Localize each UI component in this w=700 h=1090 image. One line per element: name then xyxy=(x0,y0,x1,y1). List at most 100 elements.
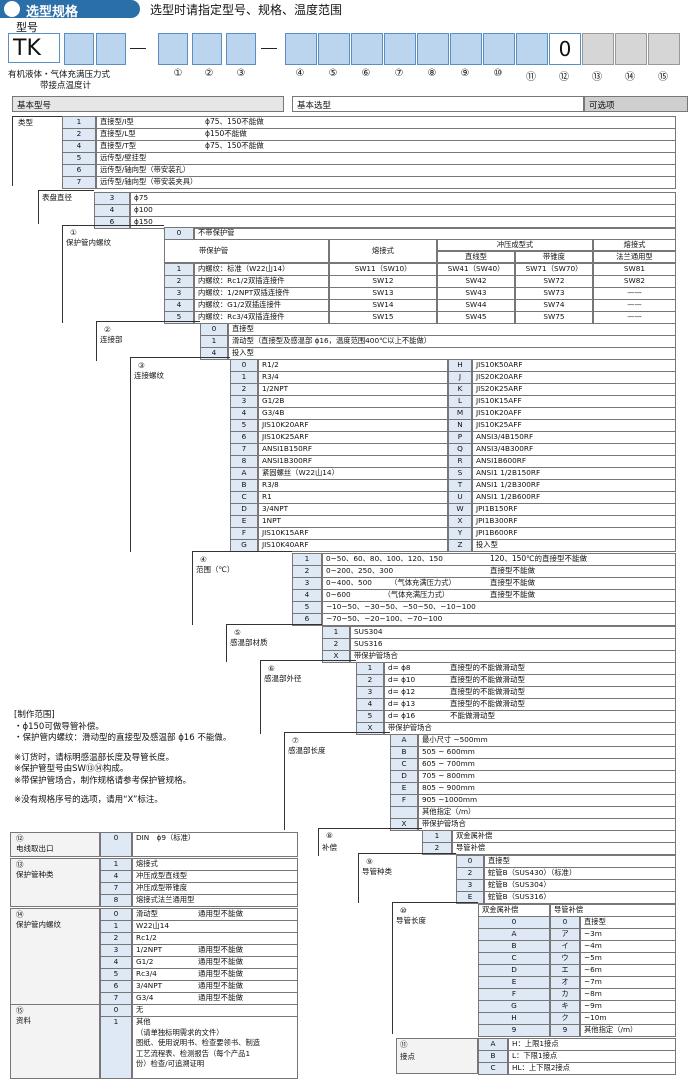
connector-line xyxy=(318,828,422,829)
note-line: ・保护管内螺纹：滑动型的直接型及感温部 ϕ16 不能做。 xyxy=(14,733,232,743)
connector-line xyxy=(226,624,322,625)
conduit-type-num: ⑨ xyxy=(366,857,373,866)
connector-line xyxy=(96,321,97,361)
code-box-10 xyxy=(483,33,515,65)
code-box-2 xyxy=(96,33,126,65)
thread-label: 连接螺纹 xyxy=(134,371,164,380)
connector-line xyxy=(284,732,285,830)
pipe_inner-code: 5 xyxy=(100,968,132,981)
conn-code: 4 xyxy=(200,347,228,360)
notes-block: [制作范围] ・ϕ150可做导管补偿。 ・保护管内螺纹：滑动型的直接型及感温部 … xyxy=(14,710,231,807)
dial-code: 4 xyxy=(94,204,130,217)
position-number: ① xyxy=(173,68,183,79)
connector-line xyxy=(318,828,319,856)
section-note: 选型时请指定型号、规格、温度范围 xyxy=(150,3,343,17)
connector-line xyxy=(192,551,193,625)
range-label: 范围（℃） xyxy=(196,565,235,574)
diameter-code: 2 xyxy=(356,674,384,687)
diameter-code: X xyxy=(356,722,384,735)
range-note: 直接型不能做 xyxy=(490,590,535,599)
connector-line xyxy=(130,357,131,552)
contact-text: HL：上下限2接点 xyxy=(508,1062,676,1075)
pipe_kind-code: 8 xyxy=(100,894,132,907)
pipe-head-taper: 带锥度 xyxy=(515,251,593,263)
comp-code: 2 xyxy=(422,842,452,855)
pipe-head-straight: 直线型 xyxy=(437,251,515,263)
conduit-length-label: 导管长度 xyxy=(396,916,426,925)
connector-line xyxy=(392,902,393,1034)
connector-line xyxy=(260,660,356,661)
pipe_kind-label: 保护管种类 xyxy=(16,870,54,879)
thread-code: M xyxy=(448,407,472,420)
thread-code: T xyxy=(448,479,472,492)
conduit-type-label: 导管种类 xyxy=(362,867,392,876)
conduit-type-code: E xyxy=(456,891,484,904)
model-label: 型号 xyxy=(16,21,38,34)
dial-label: 表盘直径 xyxy=(42,193,72,202)
code-separator xyxy=(261,48,277,49)
connector-line xyxy=(12,116,62,117)
type-label: 类型 xyxy=(18,118,33,127)
conduit-code: 9 xyxy=(550,1024,580,1037)
pipe_inner-note: 通用型不能做 xyxy=(198,957,243,966)
position-number: ② xyxy=(204,68,214,79)
connector-line xyxy=(392,902,478,903)
pipe_kind-label-cell xyxy=(10,858,100,907)
diameter-note: 不能做滑动型 xyxy=(450,711,495,720)
range-note: 直接型不能做 xyxy=(490,566,535,575)
code-box-8 xyxy=(417,33,449,65)
code-box-12: 0 xyxy=(549,33,581,65)
pipe_inner-code: 2 xyxy=(100,932,132,945)
pipe-head-press: 冲压成型式 xyxy=(437,239,593,251)
connector-line xyxy=(130,357,230,358)
dial-code: 6 xyxy=(94,216,130,229)
thread-code: W xyxy=(448,503,472,516)
conduit-type-text: 蛇管B（SUS316） xyxy=(484,891,676,904)
materials-label: 资料 xyxy=(16,1016,31,1025)
position-number: ⑥ xyxy=(361,68,371,79)
code-box-2b xyxy=(192,33,222,65)
pipe-thread-num: ① xyxy=(70,228,77,237)
diameter-note: 直接型的不能做滑动型 xyxy=(450,675,525,684)
position-number: ⑬ xyxy=(592,72,602,83)
position-number: ⑤ xyxy=(328,68,338,79)
comp-text: 导管补偿 xyxy=(452,842,676,855)
connector-line xyxy=(260,660,261,734)
thread-code: Z xyxy=(448,539,472,552)
thread-num: ③ xyxy=(138,361,145,370)
materials-label-cell xyxy=(10,1004,100,1079)
code-box-4 xyxy=(285,33,317,65)
note-line: ※没有规格序号的选项，请用“X”标注。 xyxy=(14,795,163,805)
note-line: ※带保护管场合，制作规格请参考保护管规格。 xyxy=(14,775,192,786)
connector-line xyxy=(192,551,292,552)
outlet-label-cell xyxy=(10,832,100,857)
position-number: ⑮ xyxy=(658,72,668,83)
connector-line xyxy=(96,321,200,322)
position-number: ⑨ xyxy=(460,68,470,79)
section-title: 选型规格 xyxy=(26,5,79,20)
position-number: ⑦ xyxy=(394,68,404,79)
position-number: ⑭ xyxy=(625,72,635,83)
code-separator xyxy=(130,48,146,49)
pipe-head-flange-common: 法兰通用型 xyxy=(593,251,676,263)
code-box-5 xyxy=(318,33,350,65)
type-name: 远传型/轴向型（带安装夹具） xyxy=(96,176,676,189)
connector-line xyxy=(62,225,164,226)
position-number: ⑪ xyxy=(526,72,536,83)
header-circle-icon xyxy=(4,1,20,17)
conduit-bimetal: 9 xyxy=(478,1024,550,1037)
pipe-code: 5 xyxy=(164,311,194,324)
comp-num: ⑧ xyxy=(326,831,333,840)
pipe_inner-note: 通用型不能做 xyxy=(198,993,243,1002)
material-code: X xyxy=(322,650,350,663)
diameter-note: 直接型的不能做滑动型 xyxy=(450,699,525,708)
connector-line xyxy=(358,853,359,903)
code-box-7 xyxy=(384,33,416,65)
type-note: ϕ75、150不能做 xyxy=(205,141,264,150)
pipe_kind-code: 7 xyxy=(100,882,132,895)
connector-line xyxy=(226,624,227,662)
col-optional: 可选项 xyxy=(584,96,688,112)
position-number: ③ xyxy=(236,68,246,79)
pipe-head-weld: 熔接式 xyxy=(329,239,437,263)
pipe_inner-note: 通用型不能做 xyxy=(198,969,243,978)
